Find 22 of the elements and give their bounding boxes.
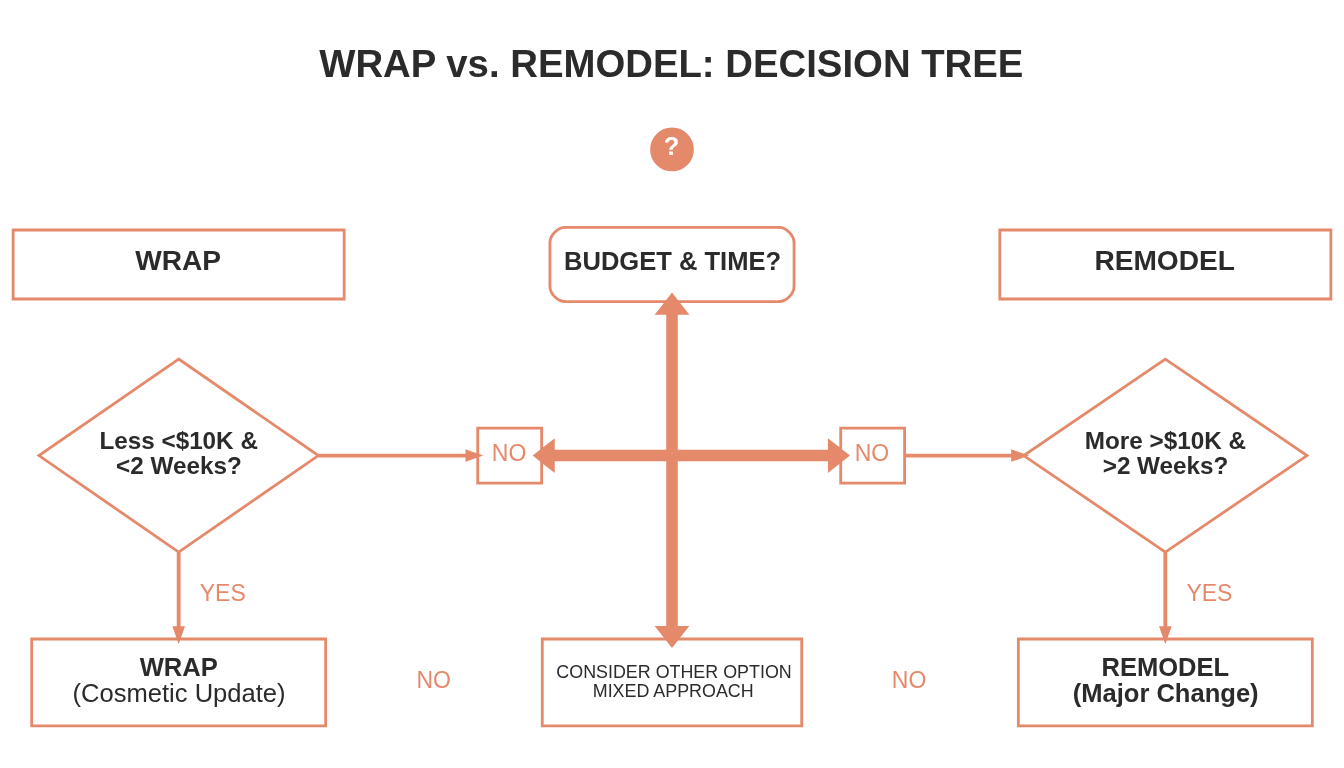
arrow: [172, 552, 185, 645]
node-diamond: More >$10K & >2 Weeks?: [1021, 357, 1310, 554]
node-circle: ?: [650, 127, 694, 172]
node-box: REMODEL: [998, 228, 1333, 301]
node-box: NO: [839, 426, 906, 485]
node-diamond: Less <$10K & <2 Weeks?: [36, 357, 321, 554]
arrow: [532, 438, 850, 473]
label: NO: [416, 667, 451, 694]
node-box: NO: [476, 426, 544, 485]
edge-label: YES: [199, 580, 246, 607]
edge-label: YES: [1186, 580, 1233, 607]
node-box: WRAP (Cosmetic Update): [30, 637, 328, 728]
node-box: WRAP: [11, 228, 346, 301]
node-box: BUDGET & TIME?: [548, 226, 796, 303]
node-box: REMODEL (Major Change): [1016, 637, 1314, 728]
diagram-title: WRAP vs. REMODEL: DECISION TREE: [319, 41, 1024, 85]
arrow: [318, 449, 484, 462]
arrow: [654, 292, 690, 648]
arrow: [1159, 552, 1172, 645]
arrow: [904, 449, 1030, 462]
node-box: CONSIDER OTHER OPTION MIXED APPROACH: [540, 637, 804, 728]
label: NO: [891, 667, 927, 694]
